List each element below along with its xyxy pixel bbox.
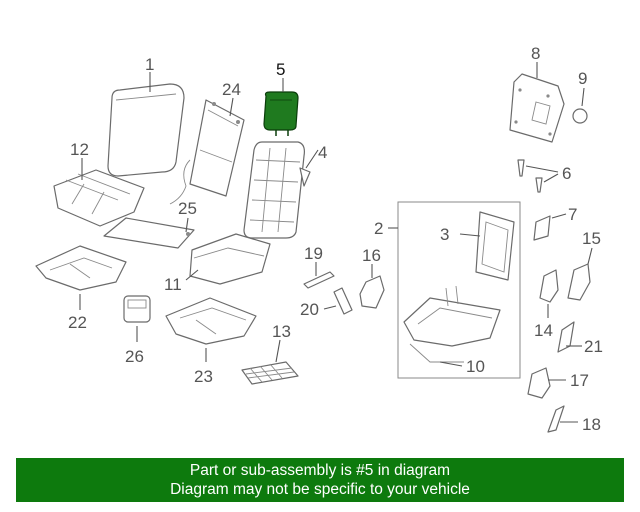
part-8-panel[interactable] xyxy=(509,73,565,143)
callout-6: 6 xyxy=(562,164,571,183)
leader-24 xyxy=(229,97,234,117)
leader-7 xyxy=(551,213,567,219)
part-13-spring-mat[interactable] xyxy=(241,361,299,385)
callout-24: 24 xyxy=(222,80,241,99)
callout-17: 17 xyxy=(570,371,589,390)
callout-2: 2 xyxy=(374,219,383,238)
part-16-bracket[interactable] xyxy=(359,275,385,309)
leader-6b xyxy=(543,173,559,183)
part-19-rod[interactable] xyxy=(303,271,335,289)
callout-18: 18 xyxy=(582,415,601,434)
assembly-2-box xyxy=(397,201,521,379)
callout-7: 7 xyxy=(568,205,577,224)
part-23-cushion-frame[interactable] xyxy=(165,297,257,345)
callout-19: 19 xyxy=(304,244,323,263)
callout-8: 8 xyxy=(531,44,540,63)
part-18-trim[interactable] xyxy=(547,405,565,433)
leader-6a xyxy=(525,165,559,173)
callout-16: 16 xyxy=(362,246,381,265)
part-17-cover[interactable] xyxy=(527,367,551,399)
part-20-bolt[interactable] xyxy=(333,287,353,315)
callout-20: 20 xyxy=(300,300,319,319)
part-5-headrest[interactable] xyxy=(263,91,299,136)
callout-26: 26 xyxy=(125,347,144,366)
leader-20 xyxy=(323,305,337,310)
callout-15: 15 xyxy=(582,229,601,248)
leader-25 xyxy=(185,217,189,233)
leader-4 xyxy=(305,149,319,169)
callout-3: 3 xyxy=(440,225,449,244)
callout-25: 25 xyxy=(178,199,197,218)
part-7-cover[interactable] xyxy=(533,215,551,241)
callout-10: 10 xyxy=(466,357,485,376)
callout-1: 1 xyxy=(145,55,154,74)
callout-4: 4 xyxy=(318,143,327,162)
part-14-cover[interactable] xyxy=(539,269,559,303)
part-21-trim[interactable] xyxy=(557,321,575,353)
part-11-cushion-block[interactable] xyxy=(189,233,271,285)
part-6-screws[interactable] xyxy=(517,159,543,193)
leader-13 xyxy=(275,339,281,363)
leader-11 xyxy=(185,269,199,281)
callout-5: 5 xyxy=(276,60,285,79)
part-10-seat-frame[interactable] xyxy=(403,285,501,363)
part-12-seat-cushion[interactable] xyxy=(53,169,145,227)
banner-line-1: Part or sub-assembly is #5 in diagram xyxy=(189,462,451,479)
leader-10 xyxy=(439,361,463,367)
info-banner: Part or sub-assembly is #5 in diagram Di… xyxy=(16,458,624,502)
part-3-seat-back-frame[interactable] xyxy=(475,211,515,281)
parts-diagram: 1 24 5 4 12 25 11 xyxy=(35,44,603,434)
callout-12: 12 xyxy=(70,140,89,159)
part-24-back-panel[interactable] xyxy=(169,99,245,205)
part-22-seat-frame[interactable] xyxy=(35,245,127,291)
part-4-seat-back[interactable] xyxy=(243,141,311,239)
callout-23: 23 xyxy=(194,367,213,386)
callout-9: 9 xyxy=(578,69,587,88)
part-1-seat-back-cover[interactable] xyxy=(107,83,185,177)
callout-22: 22 xyxy=(68,313,87,332)
part-15-hinge-cover[interactable] xyxy=(567,263,591,301)
callout-14: 14 xyxy=(534,321,553,340)
callout-11: 11 xyxy=(164,275,182,294)
part-25-pad[interactable] xyxy=(103,217,195,249)
part-26-switch[interactable] xyxy=(123,295,151,323)
leader-9 xyxy=(581,87,585,107)
part-9-clip[interactable] xyxy=(572,108,588,124)
banner-line-2: Diagram may not be specific to your vehi… xyxy=(170,481,470,498)
leader-3 xyxy=(459,233,481,237)
leader-15 xyxy=(587,247,593,265)
callout-21: 21 xyxy=(584,337,603,356)
callout-13: 13 xyxy=(272,322,291,341)
